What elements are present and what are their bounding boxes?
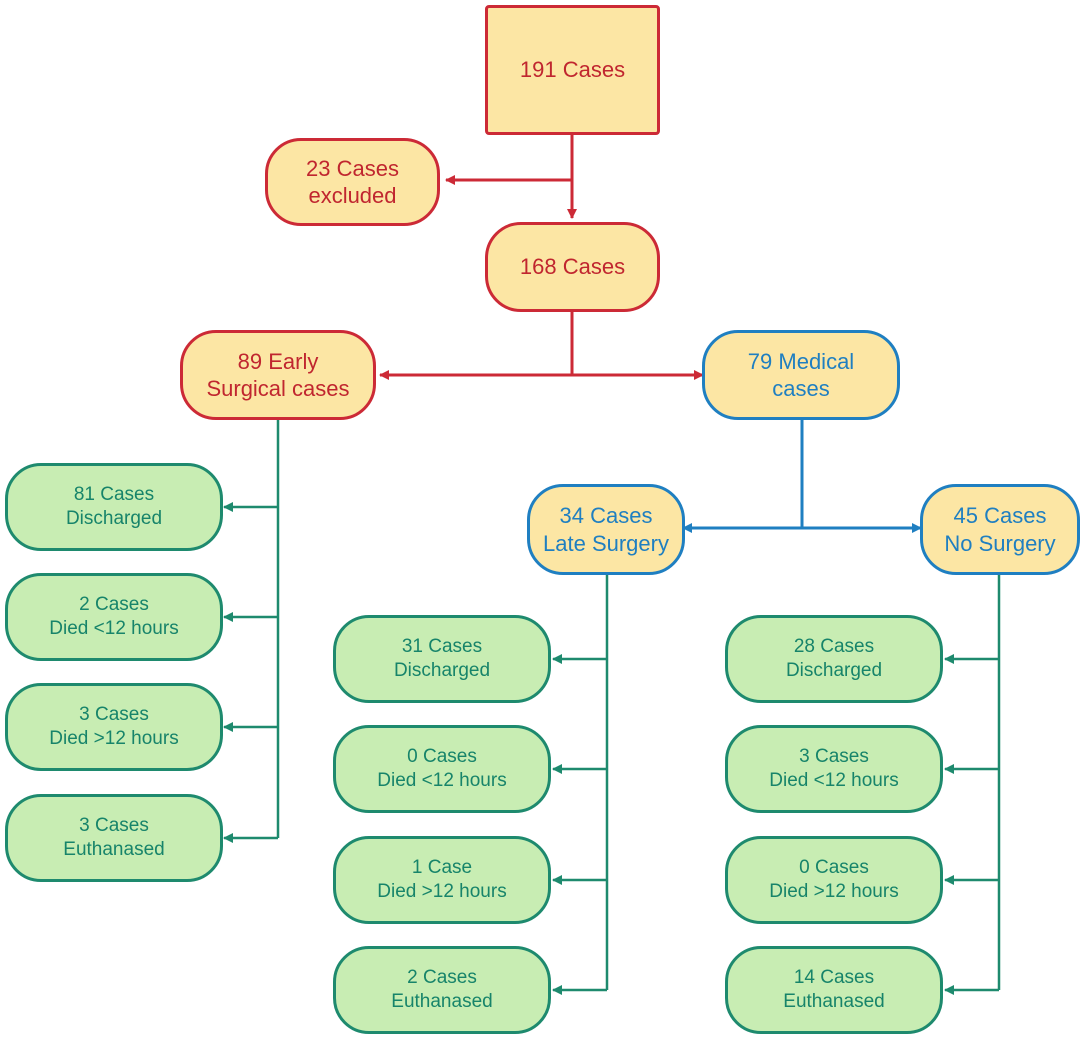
node-label: 81 Cases — [73, 484, 155, 506]
node-sublabel: Surgical cases — [206, 376, 350, 401]
node-sublabel: Discharged — [393, 660, 491, 681]
node-label: 14 Cases — [793, 967, 875, 989]
node-sublabel: Died >12 hours — [769, 881, 899, 902]
node-no-surgery: 45 Cases No Surgery — [920, 484, 1080, 575]
red-connectors — [379, 135, 704, 380]
node-label: 3 Cases — [79, 704, 149, 726]
blue-connectors — [682, 420, 922, 533]
node-total-cases: 191 Cases — [485, 5, 660, 135]
node-sublabel: Died >12 hours — [377, 881, 507, 902]
node-sublabel: Euthanased — [391, 991, 493, 1012]
node-excluded-cases: 23 Cases excluded — [265, 138, 440, 226]
node-sublabel: Euthanased — [63, 839, 165, 860]
node-label: 28 Cases — [793, 636, 875, 658]
node-label: 0 Cases — [407, 746, 477, 768]
node-medical: 79 Medical cases — [702, 330, 900, 420]
node-late-surgery: 34 Cases Late Surgery — [527, 484, 685, 575]
node-label: 191 Cases — [519, 57, 626, 83]
node-included-cases: 168 Cases — [485, 222, 660, 312]
node-sublabel: Died <12 hours — [377, 770, 507, 791]
node-sublabel: Discharged — [785, 660, 883, 681]
outcome-late-died-gt12: 1 Case Died >12 hours — [333, 836, 551, 924]
outcome-nosurg-died-gt12: 0 Cases Died >12 hours — [725, 836, 943, 924]
outcome-early-died-gt12: 3 Cases Died >12 hours — [5, 683, 223, 771]
node-sublabel: Discharged — [65, 508, 163, 529]
node-label: 89 Early — [237, 348, 319, 374]
outcome-late-discharged: 31 Cases Discharged — [333, 615, 551, 703]
node-label: 0 Cases — [799, 857, 869, 879]
node-early-surgical: 89 Early Surgical cases — [180, 330, 376, 420]
node-label: 3 Cases — [799, 746, 869, 768]
node-sublabel: Late Surgery — [543, 530, 669, 556]
node-sublabel: cases — [772, 376, 830, 401]
green-connectors — [223, 420, 1001, 995]
outcome-late-died-lt12: 0 Cases Died <12 hours — [333, 725, 551, 813]
node-label: 23 Cases — [306, 155, 399, 181]
outcome-early-died-lt12: 2 Cases Died <12 hours — [5, 573, 223, 661]
node-sublabel: Euthanased — [783, 991, 885, 1012]
node-sublabel: Died <12 hours — [769, 770, 899, 791]
node-label: 45 Cases — [953, 503, 1047, 528]
outcome-nosurg-died-lt12: 3 Cases Died <12 hours — [725, 725, 943, 813]
node-label: 79 Medical — [747, 348, 855, 374]
outcome-nosurg-discharged: 28 Cases Discharged — [725, 615, 943, 703]
outcome-early-euthanased: 3 Cases Euthanased — [5, 794, 223, 882]
node-label: 2 Cases — [79, 594, 149, 616]
node-sublabel: excluded — [308, 183, 397, 208]
node-label: 168 Cases — [519, 254, 626, 280]
node-label: 31 Cases — [401, 636, 483, 658]
node-sublabel: No Surgery — [944, 530, 1056, 556]
node-sublabel: Died <12 hours — [49, 618, 179, 639]
outcome-early-discharged: 81 Cases Discharged — [5, 463, 223, 551]
outcome-late-euthanased: 2 Cases Euthanased — [333, 946, 551, 1034]
node-label: 2 Cases — [407, 967, 477, 989]
outcome-nosurg-euthanased: 14 Cases Euthanased — [725, 946, 943, 1034]
node-label: 3 Cases — [79, 815, 149, 837]
node-label: 34 Cases — [559, 503, 653, 528]
node-label: 1 Case — [411, 857, 473, 879]
node-sublabel: Died >12 hours — [49, 728, 179, 749]
